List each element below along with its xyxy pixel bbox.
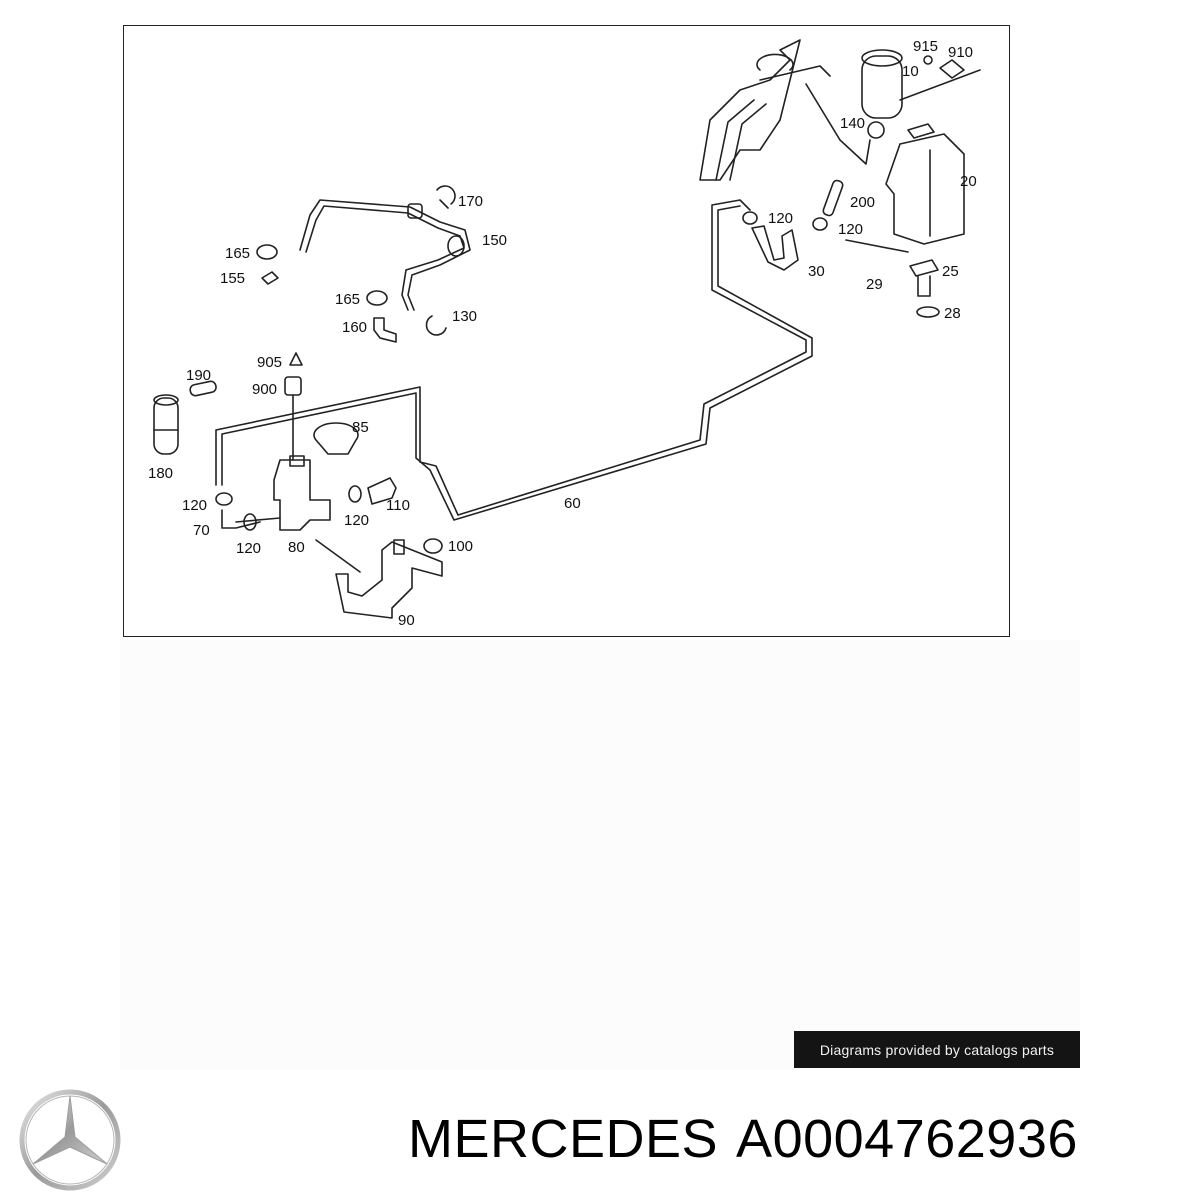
canister-10 — [861, 55, 903, 119]
callout-25: 25 — [942, 263, 959, 280]
callout-910: 910 — [948, 44, 973, 61]
connector-910 — [939, 59, 965, 79]
charcoal-canister-20 — [885, 133, 965, 245]
hose-140 — [805, 83, 871, 165]
callout-90: 90 — [398, 612, 415, 629]
clamp-120b — [812, 217, 828, 231]
hose-200 — [822, 179, 844, 217]
callout-120e: 120 — [344, 512, 369, 529]
pipe-150 — [299, 199, 471, 311]
callout-120c: 120 — [182, 497, 207, 514]
clamp-170 — [436, 185, 456, 209]
callout-100: 100 — [448, 538, 473, 555]
valve-80 — [273, 459, 331, 531]
hose-110 — [367, 477, 397, 505]
screw-915 — [923, 55, 933, 65]
air-intake-assembly — [699, 39, 801, 181]
callout-20: 20 — [960, 173, 977, 190]
callout-170: 170 — [458, 193, 483, 210]
valve-25 — [909, 259, 939, 297]
elbow-160 — [373, 317, 397, 343]
callout-120b: 120 — [838, 221, 863, 238]
callout-915: 915 — [913, 38, 938, 55]
elbow-70 — [221, 509, 261, 529]
callout-80: 80 — [288, 539, 305, 556]
callout-190: 190 — [186, 367, 211, 384]
mercedes-star-icon — [19, 1089, 121, 1191]
callout-130: 130 — [452, 308, 477, 325]
plug-905 — [289, 352, 303, 366]
callout-140: 140 — [840, 115, 865, 132]
callout-160: 160 — [342, 319, 367, 336]
callout-70: 70 — [193, 522, 210, 539]
callout-10: 10 — [902, 63, 919, 80]
hose-30 — [751, 225, 799, 271]
diagram-background-area — [120, 640, 1080, 1070]
part-number: A0004762936 — [736, 1109, 1078, 1169]
callout-905: 905 — [257, 354, 282, 371]
callout-150: 150 — [482, 232, 507, 249]
clamp-130 — [425, 315, 447, 336]
clamp-165a — [256, 244, 278, 260]
callout-120d: 120 — [236, 540, 261, 557]
line-29 — [845, 239, 909, 253]
callout-85: 85 — [352, 419, 369, 436]
callout-155: 155 — [220, 270, 245, 287]
callout-28: 28 — [944, 305, 961, 322]
callout-200: 200 — [850, 194, 875, 211]
pipe-60 — [215, 199, 807, 516]
seal-28 — [916, 306, 940, 318]
callout-60: 60 — [564, 495, 581, 512]
callout-110: 110 — [386, 497, 410, 514]
callout-120a: 120 — [768, 210, 793, 227]
callout-30: 30 — [808, 263, 825, 280]
diagram-credit-badge: Diagrams provided by catalogs parts — [794, 1031, 1080, 1068]
parts-diagram-frame — [123, 25, 1010, 637]
part-title: MERCEDES A0004762936 — [408, 1108, 1096, 1170]
callout-900: 900 — [252, 381, 277, 398]
clamp-165b — [366, 290, 388, 306]
callout-180: 180 — [148, 465, 173, 482]
callout-165b: 165 — [335, 291, 360, 308]
bracket-90 — [335, 541, 443, 619]
filter-180 — [153, 397, 179, 455]
brand-name: MERCEDES — [408, 1109, 719, 1169]
elbow-155 — [261, 271, 279, 285]
callout-29: 29 — [866, 276, 883, 293]
clamp-120a — [742, 211, 758, 225]
clamp-120e — [348, 485, 362, 503]
clamp-85 — [313, 422, 359, 455]
connector-900 — [284, 376, 302, 396]
callout-165a: 165 — [225, 245, 250, 262]
clamp-120d — [243, 513, 257, 531]
nut-100 — [423, 538, 443, 554]
clamp-120c — [215, 492, 233, 506]
hose-190 — [189, 380, 217, 397]
